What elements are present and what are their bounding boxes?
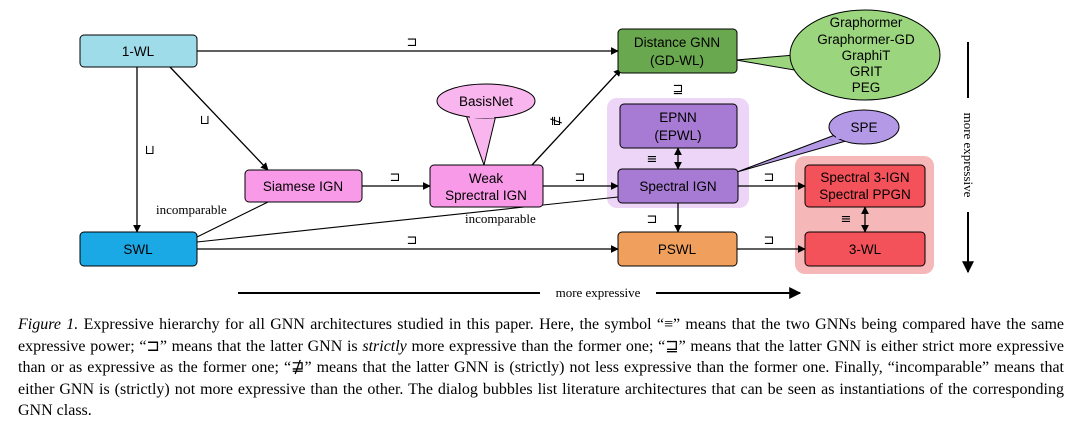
rel-weak-spectral: ⊐	[575, 170, 586, 185]
caption-text-2: more expressive than the former one; “⊒”…	[18, 337, 1065, 420]
bubble-spe-label: SPE	[850, 120, 877, 135]
node-distance-label-1: Distance GNN	[634, 35, 720, 50]
incomparable-label-right: incomparable	[465, 211, 536, 226]
node-pswl-label: PSWL	[658, 242, 697, 257]
edge-weak-distance	[531, 68, 622, 166]
node-epnn-label-2: (EPWL)	[654, 128, 701, 143]
rel-weak-distance: ⋣	[548, 116, 563, 127]
basisnet-bubble	[436, 83, 536, 167]
rel-epnn-spectral: ≡	[647, 152, 658, 167]
node-swl-label: SWL	[123, 242, 153, 257]
node-1wl	[79, 34, 198, 68]
node-spec3-label-2: Spectral PPGN	[819, 187, 911, 202]
node-weak-spectral-ign	[429, 164, 544, 208]
rel-1wl-siamese: ⊐	[197, 115, 212, 126]
rel-1wl-distance: ⊐	[407, 35, 418, 50]
rel-1wl-swl: ⊐	[142, 145, 157, 156]
bubble-graphormer-gd-label: Graphormer-GD	[817, 32, 915, 47]
node-spectral-ign	[617, 168, 739, 204]
node-distance-label-2: (GD-WL)	[650, 53, 704, 68]
rel-pswl-wl3: ⊐	[764, 233, 775, 248]
rel-spec3-wl3: ≡	[841, 212, 852, 227]
bubble-basisnet-label: BasisNet	[459, 94, 513, 109]
bubble-grit-label: GRIT	[850, 64, 882, 79]
caption-text-1: Expressive hierarchy for all GNN archite…	[18, 316, 1065, 355]
edge-swl-spectral	[196, 196, 619, 243]
bubble-graphormer-label: Graphormer	[830, 15, 903, 30]
node-3wl-label: 3-WL	[849, 242, 882, 257]
horizontal-axis-label: more expressive	[556, 285, 641, 300]
node-epnn	[619, 103, 738, 149]
edge-1wl-siamese	[169, 66, 269, 171]
expressive-hierarchy-diagram: 1-WL Distance GNN (GD-WL) EPNN (EPWL) Sp…	[79, 9, 976, 300]
vertical-axis-label: more expressive	[961, 113, 976, 198]
node-distance-gnn	[617, 28, 738, 74]
rel-distance-epnn: ⊒	[673, 82, 684, 97]
node-weak-label-1: Weak	[469, 171, 504, 186]
bubble-peg-label: PEG	[852, 80, 881, 95]
node-3wl	[804, 231, 926, 267]
node-siamese-label: Siamese IGN	[263, 179, 343, 194]
node-siamese-ign	[244, 169, 363, 203]
figure-caption: Figure 1. Expressive hierarchy for all G…	[18, 314, 1064, 422]
caption-strictly: strictly	[362, 337, 407, 355]
edge-swl-siamese	[196, 201, 269, 238]
node-weak-label-2: Sprectral IGN	[445, 188, 527, 203]
node-1wl-label: 1-WL	[122, 44, 155, 59]
graphormer-bubble	[735, 9, 941, 101]
rel-swl-pswl: ⊐	[407, 233, 418, 248]
node-epnn-label-1: EPNN	[659, 110, 697, 125]
bubble-graphit-label: GraphiT	[842, 48, 891, 63]
rel-spectral-pswl: ⊐	[647, 212, 658, 227]
node-spectral-ign-label: Spectral IGN	[639, 179, 716, 194]
rel-siamese-weak: ⊐	[390, 170, 401, 185]
spe-bubble	[736, 109, 900, 173]
rel-spectral-spec3: ⊐	[764, 170, 775, 185]
node-swl	[79, 231, 198, 267]
caption-label: Figure 1.	[18, 316, 79, 333]
node-spectral-3ign	[804, 164, 926, 208]
node-spec3-label-1: Spectral 3-IGN	[820, 170, 909, 185]
node-pswl	[617, 231, 738, 267]
incomparable-label-left: incomparable	[156, 202, 227, 217]
